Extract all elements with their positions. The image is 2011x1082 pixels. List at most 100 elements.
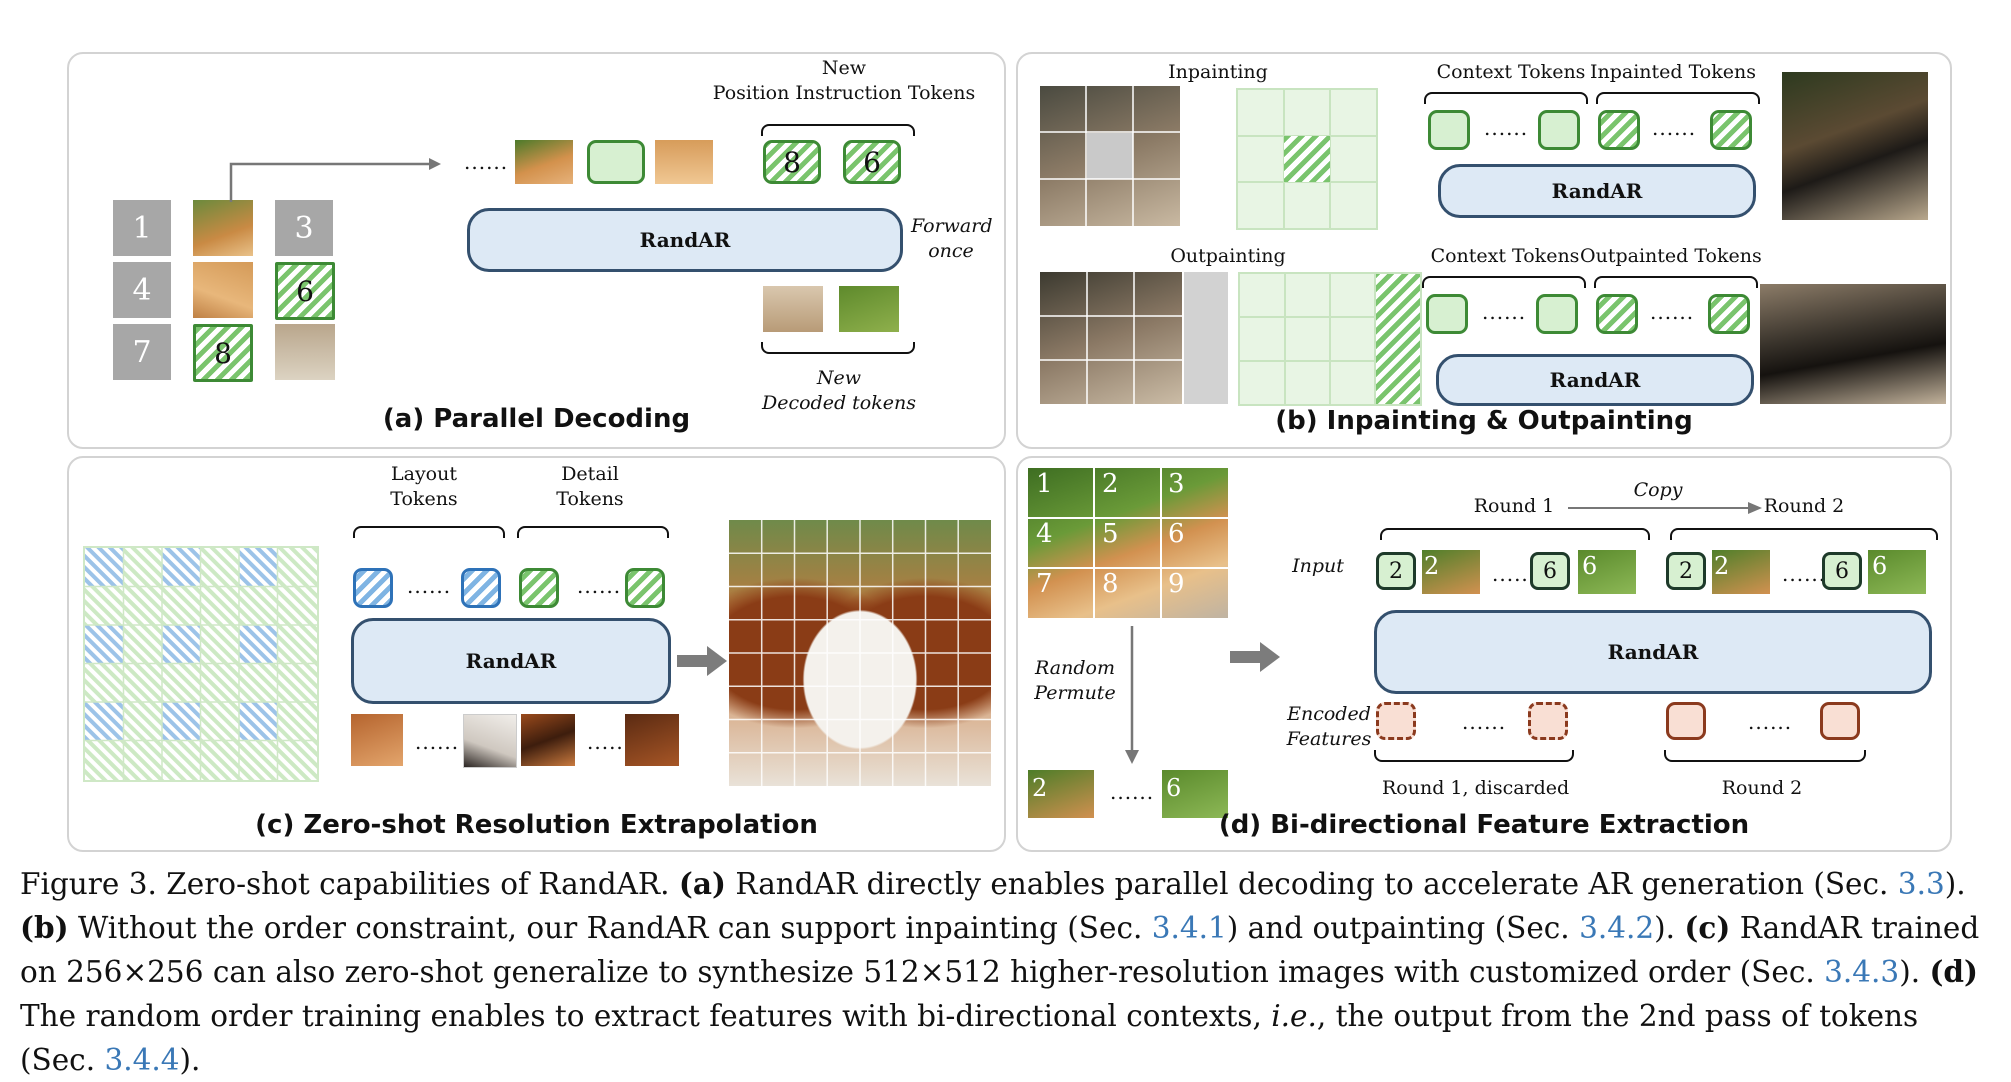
- brace: [353, 526, 505, 538]
- brace: [517, 526, 669, 538]
- new-position-label: New Position Instruction Tokens: [712, 57, 976, 104]
- random-permute-label: Random Permute: [1034, 657, 1116, 704]
- arrow-icon: [229, 158, 441, 202]
- eye-patch-image: [521, 714, 575, 766]
- masked-column: [1184, 272, 1228, 404]
- forward-once-label: Forward once: [911, 215, 993, 262]
- caption-tag-a: (a): [678, 866, 726, 901]
- brace: [761, 124, 915, 136]
- caption-tag-d: (d): [1929, 954, 1978, 989]
- monkey-image-masked: [1040, 86, 1180, 226]
- token-number: 2: [1714, 552, 1730, 580]
- grid-lines: [1028, 468, 1228, 618]
- round2-label: Round 2: [1763, 495, 1845, 517]
- arrow-icon: [677, 646, 727, 676]
- brace: [1422, 276, 1586, 288]
- caption-b-text: Without the order constraint, our RandAR…: [77, 911, 1143, 945]
- section-link[interactable]: 3.4.3: [1824, 955, 1900, 989]
- grid-number: 6: [1168, 519, 1185, 549]
- randar-model: RandAR: [467, 208, 903, 272]
- panel-bidirectional-features: 1 2 3 4 5 6 7 8 9 Random Permute 2 .....…: [1016, 456, 1952, 852]
- inpainted-token: [1710, 110, 1752, 150]
- detail-tokens-label: Detail Tokens: [556, 463, 624, 510]
- input-token-image: [1578, 550, 1636, 594]
- caption-lead: Figure 3. Zero-shot capabilities of Rand…: [20, 867, 670, 901]
- grid-lines: [85, 548, 317, 780]
- decoded-token-image: [655, 140, 713, 184]
- token-grid: [83, 546, 319, 782]
- ellipsis: ......: [1462, 710, 1507, 734]
- encoded-feature: [1820, 702, 1860, 740]
- caption-tag-b: (b): [20, 910, 69, 945]
- monkey-output-image: [1782, 72, 1928, 220]
- section-link[interactable]: 3.4.4: [104, 1043, 180, 1077]
- brace: [1596, 92, 1760, 104]
- grid-number: 3: [1168, 469, 1185, 499]
- brace: [761, 342, 915, 354]
- inpaint-cell: [1284, 136, 1330, 182]
- decoded-token-image: [763, 286, 823, 332]
- figure-caption: Figure 3. Zero-shot capabilities of Rand…: [20, 866, 1980, 1077]
- ellipsis: ......: [1782, 562, 1827, 586]
- brace: [1594, 276, 1758, 288]
- discarded-feature: [1376, 702, 1416, 740]
- ellipsis: ......: [1492, 562, 1537, 586]
- arrow-icon: [1568, 502, 1762, 514]
- monkey-image-cropped: [1040, 272, 1182, 404]
- grid-lines: [1040, 272, 1182, 404]
- inpainted-tokens-label: Inpainted Tokens: [1589, 61, 1756, 83]
- section-link[interactable]: 3.4.1: [1151, 911, 1227, 945]
- copy-label: Copy: [1633, 479, 1683, 501]
- grid-cell-1: 1: [113, 200, 171, 256]
- grid-cell-6: 6: [275, 262, 335, 320]
- encoded-feature: [1666, 702, 1706, 740]
- token-number: 2: [1032, 774, 1048, 802]
- ellipsis: ......: [577, 574, 622, 598]
- grid-number: 8: [1102, 569, 1119, 599]
- panel-inpainting-outpainting: Inpainting Context Tokens Inpainted Toke…: [1016, 52, 1952, 449]
- panel-resolution-extrapolation: Layout Tokens Detail Tokens ...... .....…: [67, 456, 1006, 852]
- panel-title: (c) Zero-shot Resolution Extrapolation: [255, 810, 818, 840]
- caption-d-text: The random order training enables to ext…: [20, 999, 1262, 1033]
- outpainted-tokens-label: Outpainted Tokens: [1580, 245, 1762, 267]
- permuted-token-image: [1028, 770, 1094, 818]
- grid-number: 7: [1036, 569, 1053, 599]
- caption-b-mid: ) and outpainting (Sec.: [1226, 911, 1570, 945]
- ellipsis: ......: [587, 730, 632, 754]
- section-link[interactable]: 3.4.2: [1579, 911, 1655, 945]
- grid-cell-4: 4: [113, 262, 171, 318]
- brace: [1374, 750, 1574, 762]
- panel-title: (b) Inpainting & Outpainting: [1275, 406, 1693, 436]
- grid-number: 5: [1102, 519, 1119, 549]
- dog-output-image: [729, 520, 991, 786]
- ellipsis: ......: [464, 150, 509, 174]
- context-token: [1536, 294, 1578, 334]
- token-number: 6: [1872, 552, 1888, 580]
- grid-cell-3: 3: [275, 200, 333, 256]
- context-tokens-label: Context Tokens: [1436, 61, 1586, 83]
- input-token-image: [1712, 550, 1770, 594]
- grid-number: 2: [1102, 469, 1119, 499]
- ground-image-cell: [275, 324, 335, 380]
- token-number: 2: [1424, 552, 1440, 580]
- decoded-token-image: [839, 286, 899, 332]
- layout-token: [353, 568, 393, 608]
- caption-c-text: RandAR trained on 256×256 can also zero-…: [20, 911, 1980, 989]
- layout-token: [461, 568, 501, 608]
- randar-model: RandAR: [1374, 610, 1932, 694]
- input-token-6: 6: [1530, 552, 1570, 590]
- section-link[interactable]: 3.3: [1897, 867, 1945, 901]
- grid-cell-8: 8: [193, 324, 253, 382]
- brace: [1670, 528, 1938, 540]
- brace: [1664, 750, 1866, 762]
- brace: [1424, 92, 1588, 104]
- randar-model: RandAR: [1438, 164, 1756, 218]
- input-label: Input: [1292, 555, 1344, 577]
- ellipsis: ......: [1110, 780, 1155, 804]
- round1-discarded-label: Round 1, discarded: [1382, 777, 1570, 799]
- randar-model: RandAR: [351, 618, 671, 704]
- context-tokens-label: Context Tokens: [1430, 245, 1580, 267]
- masked-cell: [1087, 133, 1133, 179]
- caption-a-text: RandAR directly enables parallel decodin…: [735, 867, 1889, 901]
- ellipsis: ......: [407, 574, 452, 598]
